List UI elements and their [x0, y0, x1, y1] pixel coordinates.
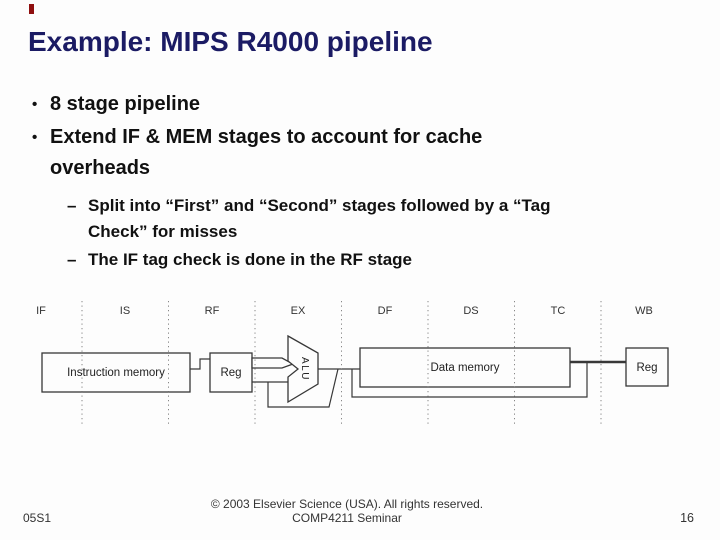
mem-bypass-line	[351, 362, 588, 398]
alu-label: ALU	[299, 357, 310, 381]
reg1-label: Reg	[220, 367, 241, 379]
stage-label-df: DF	[378, 305, 393, 317]
box-labels: Instruction memory Reg ALU Data memory R…	[67, 357, 657, 381]
instruction-memory-label: Instruction memory	[67, 367, 165, 379]
stage-label-rf: RF	[205, 305, 220, 317]
data-memory-label: Data memory	[430, 362, 499, 374]
data-memory-box	[359, 347, 571, 388]
stage-boundary-lines	[81, 301, 602, 427]
alu-bypass-line	[267, 368, 339, 408]
reg2-box	[625, 347, 669, 387]
bullet-marker: •	[32, 129, 38, 146]
stage-label-if: IF	[36, 305, 46, 317]
sub-bullet-text: The IF tag check is done in the RF stage	[88, 250, 413, 269]
stage-label-tc: TC	[551, 305, 566, 317]
sub-bullet-text: Check” for misses	[88, 222, 238, 241]
diagram-wires	[190, 358, 626, 408]
stage-label-ds: DS	[463, 305, 478, 317]
reg-alu-bus-taper	[251, 357, 295, 369]
stage-label-is: IS	[120, 305, 130, 317]
dash-marker: –	[67, 250, 77, 269]
reg2-label: Reg	[636, 362, 657, 374]
stage-labels: IF IS RF EX DF DS TC WB	[36, 305, 653, 317]
bullet-item: • Extend IF & MEM stages to account for …	[32, 122, 692, 184]
sub-bullet-item: – The IF tag check is done in the RF sta…	[67, 247, 707, 273]
bullet-text: overheads	[50, 157, 151, 179]
bullet-text: 8 stage pipeline	[50, 93, 201, 115]
instruction-memory-box	[41, 352, 191, 393]
sub-bullet-item: – Split into “First” and “Second” stages…	[67, 193, 707, 245]
reg1-box	[209, 352, 253, 393]
page-title: Example: MIPS R4000 pipeline	[28, 26, 433, 57]
stage-label-ex: EX	[291, 305, 306, 317]
dash-marker: –	[67, 196, 77, 215]
footer-center-block: © 2003 Elsevier Science (USA). All right…	[187, 497, 507, 525]
alu-shape	[287, 334, 319, 404]
bullet-text: Extend IF & MEM stages to account for ca…	[50, 126, 483, 148]
bullet-item: • 8 stage pipeline	[32, 89, 692, 120]
sub-bullet-text: Split into “First” and “Second” stages f…	[88, 196, 551, 215]
stage-label-wb: WB	[635, 305, 653, 317]
diagram-boxes	[41, 334, 669, 404]
seminar-text: COMP4211 Seminar	[292, 510, 402, 525]
page-number: 16	[680, 511, 694, 525]
bullet-marker: •	[32, 96, 38, 113]
top-left-red-mark	[29, 4, 34, 14]
copyright-text: © 2003 Elsevier Science (USA). All right…	[210, 497, 484, 511]
footer-course-code: 05S1	[23, 511, 52, 525]
imem-reg-connector	[190, 358, 210, 370]
